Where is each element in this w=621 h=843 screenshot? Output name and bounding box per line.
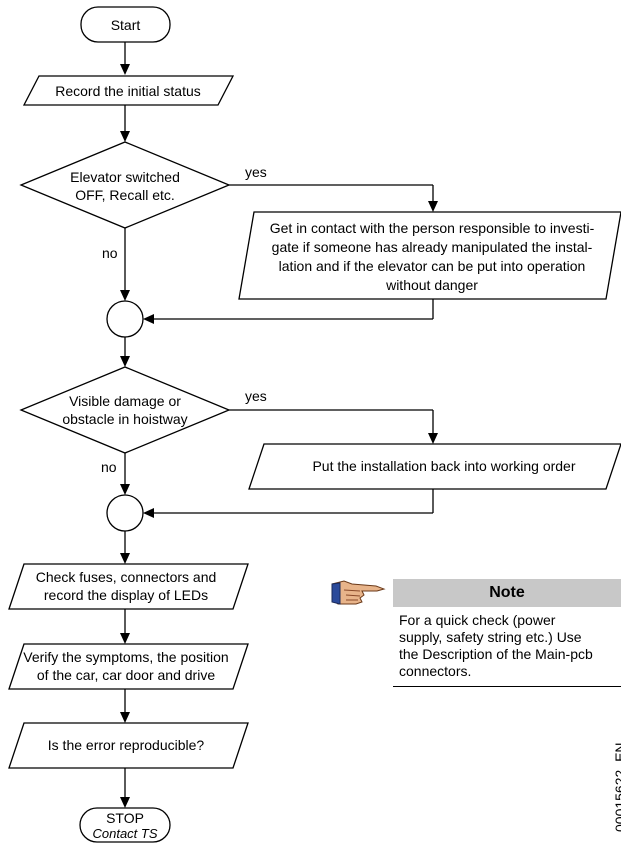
- verify-line1: Verify the symptoms, the position: [23, 649, 228, 665]
- decision1-yes-label: yes: [245, 164, 267, 180]
- contact-line4: without danger: [385, 277, 478, 293]
- decision-visible-damage: [19, 366, 231, 454]
- stop-terminator: [79, 807, 171, 843]
- contact-line1: Get in contact with the person responsib…: [270, 220, 595, 236]
- reproducible-box: [8, 722, 249, 769]
- verify-line2: of the car, car door and drive: [37, 667, 215, 683]
- check-fuses-line2: record the display of LEDs: [44, 587, 208, 603]
- contact-line3: lation and if the elevator can be put in…: [279, 258, 586, 274]
- contact-responsible-box: [238, 211, 621, 300]
- start-label: Start: [111, 17, 141, 33]
- note-body: For a quick check (power supply, safety …: [393, 607, 621, 687]
- decision2-line1: Visible damage or: [69, 393, 181, 409]
- record-initial-label: Record the initial status: [55, 83, 201, 99]
- stop-label: STOP: [106, 810, 144, 826]
- decision-elevator-switched: [19, 141, 231, 229]
- document-id: 00015622_EN: [612, 742, 621, 832]
- pointing-hand-icon: [331, 580, 386, 605]
- working-order-label: Put the installation back into working o…: [312, 458, 575, 474]
- decision2-no-label: no: [101, 459, 117, 475]
- note-title: Note: [393, 579, 621, 607]
- note-panel: Note For a quick check (power supply, sa…: [393, 579, 621, 687]
- verify-symptoms-box: [8, 643, 249, 690]
- decision1-line2: OFF, Recall etc.: [75, 187, 175, 203]
- decision1-line1: Elevator switched: [70, 169, 180, 185]
- reproducible-label: Is the error reproducible?: [48, 737, 205, 753]
- stop-sublabel: Contact TS: [92, 826, 157, 841]
- working-order-box: [248, 443, 621, 490]
- contact-line2: gate if someone has already manipulated …: [272, 239, 593, 255]
- record-initial-box: [22, 75, 235, 106]
- check-fuses-box: [8, 563, 249, 610]
- decision2-line2: obstacle in hoistway: [62, 411, 187, 427]
- check-fuses-line1: Check fuses, connectors and: [36, 569, 217, 585]
- decision2-yes-label: yes: [245, 388, 267, 404]
- connector-1: [106, 300, 144, 338]
- connector-2: [106, 494, 144, 532]
- decision1-no-label: no: [102, 245, 118, 261]
